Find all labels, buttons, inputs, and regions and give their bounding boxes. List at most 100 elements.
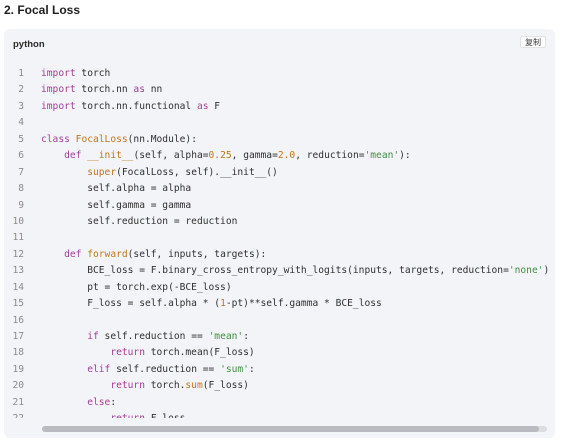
code-token: sum: [185, 380, 203, 392]
code-token: FocalLoss: [75, 133, 128, 145]
line-code: def forward(self, inputs, targets):: [41, 247, 266, 263]
code-token: torch: [75, 68, 111, 79]
code-line: 16: [4, 313, 555, 329]
code-token: pt = torch.exp(-BCE_loss): [41, 281, 232, 293]
line-code: def __init__(self, alpha=0.25, gamma=2.0…: [41, 148, 411, 164]
code-token: [41, 364, 87, 375]
code-token: super: [87, 166, 117, 178]
line-number: 22: [10, 411, 24, 418]
code-line: 15 F_loss = self.alpha * (1-pt)**self.ga…: [4, 296, 555, 312]
line-number: 2: [18, 84, 24, 96]
line-code: pt = torch.exp(-BCE_loss): [41, 280, 232, 296]
line-number: 17: [12, 331, 24, 342]
line-number: 7: [18, 166, 24, 178]
line-code: return torch.mean(F_loss): [41, 345, 254, 361]
line-code: F_loss = self.alpha * (1-pt)**self.gamma…: [41, 296, 382, 312]
code-token: BCE_loss = F.binary_cross_entropy_with_l…: [41, 265, 509, 277]
line-number: 10: [12, 215, 24, 227]
code-token: 'mean': [364, 150, 400, 162]
line-code: import torch.nn.functional as F: [41, 99, 220, 115]
code-token: def: [64, 150, 82, 162]
code-line: 21 else:: [4, 395, 555, 411]
code-token: (self, alpha=: [133, 150, 209, 162]
code-token: class: [41, 133, 70, 145]
code-token: 'sum': [220, 363, 249, 375]
code-token: ): [543, 265, 550, 277]
line-number: 19: [12, 363, 24, 375]
code-token: -pt)**self.gamma * BCE_loss: [225, 298, 382, 310]
code-token: forward: [87, 248, 128, 260]
code-token: __init__: [87, 150, 134, 162]
line-number: 20: [12, 380, 24, 392]
line-number: 11: [12, 232, 24, 244]
line-code: BCE_loss = F.binary_cross_entropy_with_l…: [41, 263, 549, 279]
line-number: 6: [18, 150, 24, 162]
line-number: 9: [18, 199, 24, 211]
code-token: (FocalLoss, self).__init__(): [116, 166, 278, 178]
code-token: def: [64, 248, 82, 260]
code-token: 1: [220, 298, 226, 310]
code-line: 3 import torch.nn.functional as F: [4, 99, 555, 115]
code-token: nn: [144, 84, 163, 96]
code-line: 6 def __init__(self, alpha=0.25, gamma=2…: [4, 148, 555, 164]
line-number: 1: [18, 68, 24, 79]
line-code: else:: [41, 395, 116, 411]
line-number: 13: [12, 265, 24, 277]
code-token: torch.: [144, 380, 186, 392]
code-line: 19 elif self.reduction == 'sum':: [4, 362, 555, 378]
code-line: 20 return torch.sum(F_loss): [4, 378, 555, 394]
code-token: [41, 167, 87, 178]
line-code: self.alpha = alpha: [41, 181, 191, 197]
horizontal-scrollbar[interactable]: [42, 426, 547, 432]
code-token: if: [87, 331, 99, 342]
line-number: 14: [12, 281, 24, 293]
line-code: class FocalLoss(nn.Module):: [41, 132, 197, 148]
code-token: torch.nn.functional: [75, 100, 197, 112]
code-token: import: [41, 68, 76, 79]
code-token: ):: [399, 150, 411, 162]
code-token: [41, 249, 64, 260]
line-number: 3: [18, 100, 24, 112]
code-token: F_loss = self.alpha * (: [41, 298, 221, 310]
code-line: 5 class FocalLoss(nn.Module):: [4, 132, 555, 148]
line-number: 5: [18, 133, 24, 145]
line-number: 15: [12, 298, 24, 310]
code-token: [41, 331, 87, 342]
section-heading: 2. Focal Loss: [4, 3, 81, 17]
line-number: 18: [12, 347, 24, 359]
line-number: 12: [12, 248, 24, 260]
code-token: F_loss: [145, 413, 186, 418]
code-token: 'none': [508, 265, 544, 277]
line-number: 21: [12, 396, 24, 408]
code-token: (nn.Module):: [127, 133, 197, 145]
code-token: 2.0: [277, 150, 296, 162]
code-token: [41, 347, 110, 358]
line-number: 4: [18, 117, 24, 129]
code-token: import: [41, 84, 76, 96]
scrollbar-thumb[interactable]: [42, 426, 540, 432]
code-line: 9 self.gamma = gamma: [4, 198, 555, 214]
code-token: return: [110, 413, 145, 418]
line-code: import torch: [41, 66, 110, 82]
code-line: 13 BCE_loss = F.binary_cross_entropy_wit…: [4, 263, 555, 279]
code-token: self.gamma = gamma: [41, 199, 192, 211]
code-token: self.reduction ==: [98, 331, 209, 342]
code-token: [41, 397, 87, 408]
code-line: 17 if self.reduction == 'mean':: [4, 329, 555, 345]
line-number: 8: [18, 183, 24, 195]
line-code: return F_loss: [41, 411, 185, 418]
line-code: self.reduction = reduction: [41, 214, 237, 230]
code-token: (self, inputs, targets):: [127, 248, 267, 260]
code-token: self.alpha = alpha: [41, 183, 192, 195]
code-token: :: [243, 331, 249, 342]
copy-button[interactable]: 复制: [520, 36, 546, 48]
code-token: elif: [87, 363, 111, 375]
code-token: return: [110, 380, 145, 392]
code-line: 12 def forward(self, inputs, targets):: [4, 247, 555, 263]
code-token: torch.nn: [75, 84, 134, 96]
line-number: 16: [12, 314, 24, 326]
code-token: else: [87, 396, 111, 408]
code-line: 18 return torch.mean(F_loss): [4, 345, 555, 361]
code-line: 10 self.reduction = reduction: [4, 214, 555, 230]
